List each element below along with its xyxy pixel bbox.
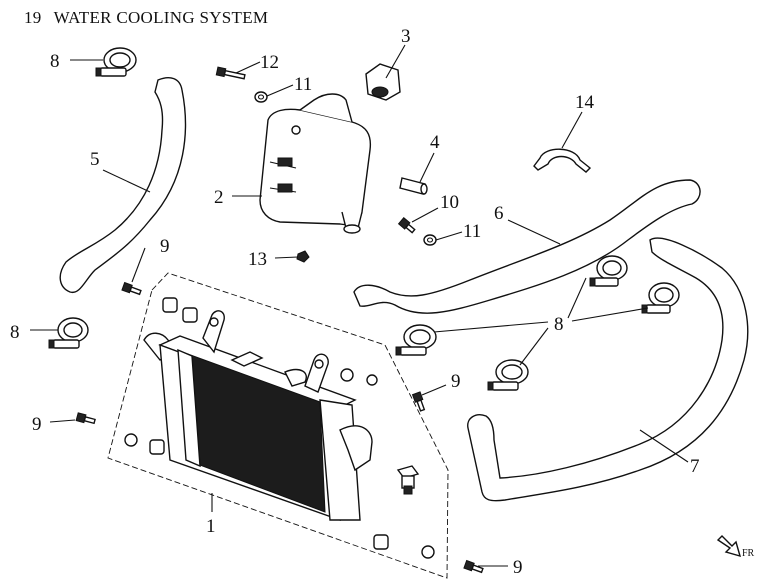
callout-6: 6 [494, 203, 504, 224]
callout-3: 3 [401, 26, 411, 47]
callout-11-lower: 11 [463, 221, 481, 242]
callout-11-upper: 11 [294, 74, 312, 95]
callout-8-right: 8 [554, 314, 564, 335]
callout-13: 13 [248, 249, 267, 270]
callout-14: 14 [575, 92, 595, 113]
callout-1: 1 [206, 516, 216, 537]
hose-7 [467, 237, 749, 502]
callout-labels: 1 2 3 4 5 6 7 8 8 8 9 9 9 9 10 11 11 12 … [10, 26, 700, 578]
diagram-title: 19 WATER COOLING SYSTEM [24, 8, 268, 28]
callout-10: 10 [440, 192, 459, 213]
callout-8-left: 8 [10, 322, 20, 343]
bolts [75, 66, 484, 574]
radiator-mounting-plate [107, 272, 449, 579]
hose-6 [353, 179, 701, 314]
hose-5 [59, 77, 187, 294]
callout-9-bottom: 9 [513, 557, 523, 578]
callout-8-top: 8 [50, 51, 60, 72]
hose-clamps [48, 47, 680, 391]
plate-grommets [124, 297, 435, 559]
front-direction-arrow: FR [716, 535, 755, 559]
radiator [143, 310, 373, 522]
callout-12: 12 [260, 52, 279, 73]
hose-bracket [533, 148, 592, 173]
washers-and-nut [254, 91, 437, 263]
coolant-reservoir [259, 93, 372, 234]
short-hose [399, 177, 428, 195]
section-number: 19 [24, 8, 42, 27]
callout-4: 4 [430, 132, 440, 153]
callout-9-left: 9 [32, 414, 42, 435]
callout-9-upper: 9 [160, 236, 170, 257]
temperature-sensor [396, 465, 420, 495]
fr-arrow-label: FR [742, 548, 755, 559]
section-title: WATER COOLING SYSTEM [53, 8, 269, 27]
callout-9-mid: 9 [451, 371, 461, 392]
reservoir-cap [365, 63, 401, 101]
callout-5: 5 [90, 149, 100, 170]
callout-7: 7 [690, 456, 700, 477]
leader-lines [30, 44, 689, 567]
callout-2: 2 [214, 187, 224, 208]
